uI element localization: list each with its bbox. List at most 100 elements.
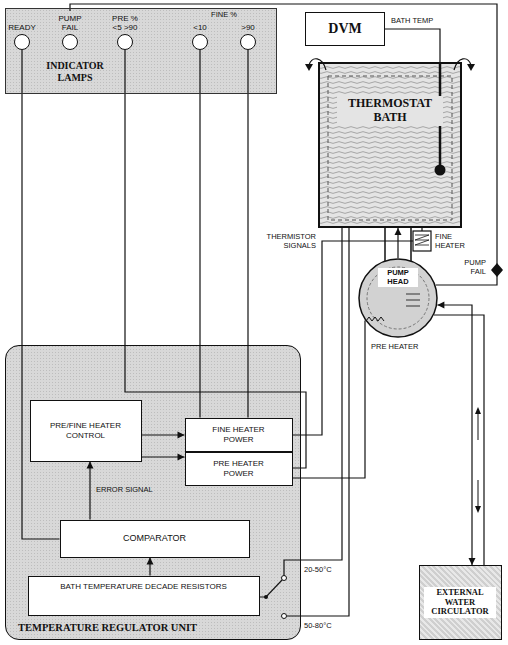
inner-vessel bbox=[328, 76, 452, 220]
label-holder: THERMISTOR SIGNALS bbox=[256, 232, 316, 250]
lamp-circle bbox=[117, 34, 133, 50]
connector bbox=[125, 50, 306, 468]
node-text: FINE HEATER POWER bbox=[209, 425, 269, 443]
power-box: FINE HEATER POWER bbox=[185, 418, 293, 452]
pump-head-fins bbox=[406, 294, 420, 306]
part-label: FINE % bbox=[207, 10, 241, 19]
label-holder: PRE HEATER bbox=[371, 342, 418, 351]
node-text: PUMP HEAD bbox=[378, 268, 418, 287]
part-label: FINE HEATER bbox=[435, 232, 475, 250]
part-label: BATH TEMP bbox=[391, 16, 433, 25]
node-text: DVM bbox=[328, 21, 361, 37]
arrowhead bbox=[178, 432, 185, 439]
arrowhead bbox=[178, 454, 185, 461]
indicator-lamp: <10 bbox=[185, 20, 215, 50]
connector bbox=[437, 302, 475, 566]
connector bbox=[142, 454, 185, 461]
overflow-arrowhead bbox=[305, 64, 313, 71]
indicator-lamp: READY bbox=[6, 20, 38, 50]
flow-arrow bbox=[478, 480, 479, 508]
probe-bulb bbox=[435, 165, 446, 176]
bath-water bbox=[318, 62, 462, 228]
indicator-lamp: PUMP FAIL bbox=[55, 11, 85, 50]
connector-line bbox=[293, 321, 366, 478]
flow-arrowhead bbox=[475, 407, 481, 414]
lamp-circle bbox=[14, 34, 30, 50]
connector bbox=[147, 558, 154, 576]
flow-arrowhead bbox=[475, 506, 481, 513]
arrowhead bbox=[87, 462, 94, 469]
connector bbox=[22, 50, 60, 539]
regulator-fill bbox=[5, 345, 301, 640]
connector bbox=[87, 462, 94, 520]
regulator-unit: TEMPERATURE REGULATOR UNITPRE/FINE HEATE… bbox=[5, 345, 301, 640]
part-label: 50-80°C bbox=[304, 621, 332, 630]
lamp-circle bbox=[62, 34, 78, 50]
part-label: PUMP FAIL bbox=[454, 258, 486, 276]
node-text: PRE HEATER POWER bbox=[209, 459, 269, 477]
connector bbox=[200, 50, 201, 418]
lamp-label: PRE % <5 >90 bbox=[110, 14, 140, 32]
connector-line bbox=[22, 50, 60, 539]
return-pipe bbox=[434, 315, 484, 565]
lamp-label: >90 bbox=[241, 23, 255, 32]
pump-housing: PUMP HEAD bbox=[358, 258, 438, 338]
indicator-panel: INDICATOR LAMPS READY PUMP FAIL PRE % <5 >9… bbox=[5, 8, 277, 94]
indicator-lamp: PRE % <5 >90 bbox=[110, 11, 140, 50]
label-holder: 20-50°C bbox=[304, 565, 332, 574]
thermistor-wire bbox=[287, 228, 349, 616]
connector bbox=[142, 432, 185, 439]
switch-contact bbox=[282, 614, 287, 619]
connector bbox=[395, 228, 402, 258]
pump-fail-sensor bbox=[491, 263, 503, 277]
lamp-label: READY bbox=[8, 23, 36, 32]
arrowhead bbox=[469, 558, 476, 565]
label-holder: BATH TEMP bbox=[391, 16, 433, 25]
edge-label-holder: ERROR SIGNAL bbox=[96, 485, 153, 494]
switch-contact bbox=[282, 576, 287, 581]
label-holder: FINE HEATER bbox=[435, 232, 475, 250]
switch-pivot bbox=[264, 595, 268, 599]
pump-neck bbox=[385, 228, 411, 261]
connector-line bbox=[385, 29, 440, 62]
node-text: EXTERNAL WATER CIRCULATOR bbox=[424, 587, 496, 618]
node-text: THERMOSTAT BATH bbox=[337, 96, 443, 126]
lamp-label: <10 bbox=[193, 23, 207, 32]
node-text: INDICATOR LAMPS bbox=[37, 60, 113, 83]
indicator-lamp: >90 bbox=[233, 20, 263, 50]
lamp-circle bbox=[192, 34, 208, 50]
overflow-arrowhead bbox=[467, 64, 475, 71]
label-holder: FINE % bbox=[207, 10, 241, 19]
connector-line bbox=[247, 50, 248, 418]
pre-heater-coil bbox=[366, 317, 384, 321]
power-box: PRE HEATER POWER bbox=[185, 452, 293, 486]
node-text: BATH TEMPERATURE DECADE RESISTORS bbox=[60, 582, 227, 591]
part-label: THERMISTOR SIGNALS bbox=[256, 232, 316, 250]
flow-arrow bbox=[478, 412, 479, 440]
arrowhead bbox=[147, 558, 154, 565]
lamp-circle bbox=[240, 34, 256, 50]
edge-label: ERROR SIGNAL bbox=[96, 485, 153, 494]
node-text: PRE/FINE HEATER CONTROL bbox=[46, 421, 126, 439]
connector bbox=[248, 50, 249, 418]
connector-line bbox=[199, 50, 200, 418]
lamp-label: PUMP FAIL bbox=[55, 14, 85, 32]
pump-chamber bbox=[367, 267, 429, 329]
dvm-box: DVM bbox=[305, 12, 385, 46]
connector-line bbox=[89, 462, 90, 520]
thermostat-bath: THERMOSTAT BATH bbox=[318, 62, 462, 228]
connector-line bbox=[70, 4, 497, 285]
control-box: PRE/FINE HEATER CONTROL bbox=[30, 400, 142, 462]
label-holder: 50-80°C bbox=[304, 621, 332, 630]
label-holder: PUMP FAIL bbox=[454, 258, 486, 276]
connector bbox=[70, 4, 497, 285]
part-label: 20-50°C bbox=[304, 565, 332, 574]
pump-body bbox=[359, 259, 437, 337]
connector bbox=[385, 29, 440, 62]
connector-line bbox=[125, 50, 306, 468]
fine-heater-element bbox=[413, 231, 431, 251]
panel-fill bbox=[5, 8, 277, 94]
node-text: COMPARATOR bbox=[123, 533, 186, 543]
